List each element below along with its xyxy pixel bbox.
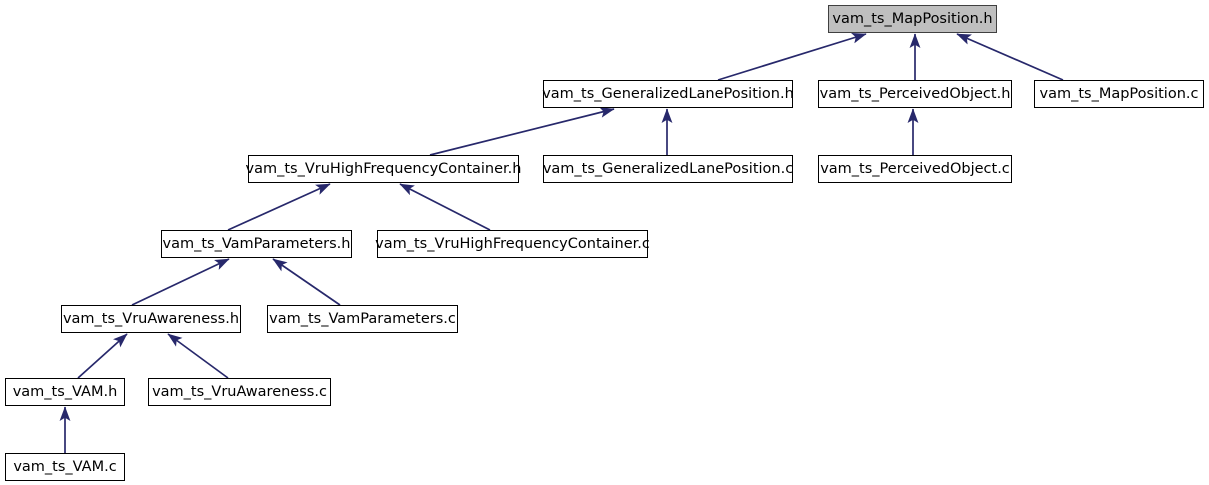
graph-node-vruhighfrequencycontainer_h[interactable]: vam_ts_VruHighFrequencyContainer.h — [245, 155, 522, 183]
graph-edge-vruhighfrequencycontainer_c-to-vruhighfrequencycontainer_h — [399, 183, 491, 231]
graph-edge-vruhighfrequencycontainer_h-to-generalizedlaneposition_h — [429, 107, 615, 156]
graph-edge-vam_h-to-vruawareness_h — [77, 333, 128, 379]
graph-node-label: vam_ts_GeneralizedLanePosition.h — [542, 85, 794, 102]
graph-node-vruawareness_h[interactable]: vam_ts_VruAwareness.h — [61, 305, 241, 333]
graph-node-label: vam_ts_VruAwareness.h — [62, 310, 240, 327]
graph-node-perceivedobject_h[interactable]: vam_ts_PerceivedObject.h — [818, 80, 1012, 108]
graph-node-vruawareness_c[interactable]: vam_ts_VruAwareness.c — [148, 378, 331, 406]
graph-node-label: vam_ts_PerceivedObject.h — [819, 85, 1011, 102]
graph-node-vamparameters_h[interactable]: vam_ts_VamParameters.h — [161, 230, 352, 258]
graph-node-generalizedlaneposition_h[interactable]: vam_ts_GeneralizedLanePosition.h — [542, 80, 794, 108]
graph-edge-generalizedlaneposition_h-to-mapposition_h — [717, 32, 867, 81]
graph-node-label: vam_ts_VruHighFrequencyContainer.c — [375, 235, 650, 252]
graph-edge-vruawareness_h-to-vamparameters_h — [131, 258, 230, 306]
graph-node-vamparameters_c[interactable]: vam_ts_VamParameters.c — [267, 305, 458, 333]
graph-node-vruhighfrequencycontainer_c[interactable]: vam_ts_VruHighFrequencyContainer.c — [375, 230, 650, 258]
graph-node-label: vam_ts_GeneralizedLanePosition.c — [542, 160, 794, 177]
graph-node-label: vam_ts_MapPosition.c — [1039, 85, 1199, 102]
graph-node-perceivedobject_c[interactable]: vam_ts_PerceivedObject.c — [818, 155, 1012, 183]
graph-node-label: vam_ts_PerceivedObject.c — [820, 160, 1010, 177]
graph-edge-vruawareness_c-to-vruawareness_h — [167, 333, 229, 379]
graph-edge-mapposition_c-to-mapposition_h — [956, 33, 1064, 81]
graph-edge-vamparameters_h-to-vruhighfrequencycontainer_h — [227, 183, 331, 231]
graph-node-generalizedlaneposition_c[interactable]: vam_ts_GeneralizedLanePosition.c — [543, 155, 793, 183]
graph-node-vam_c[interactable]: vam_ts_VAM.c — [5, 453, 125, 481]
graph-node-mapposition_c[interactable]: vam_ts_MapPosition.c — [1034, 80, 1204, 108]
graph-node-mapposition_h[interactable]: vam_ts_MapPosition.h — [828, 5, 997, 33]
graph-node-vam_h[interactable]: vam_ts_VAM.h — [5, 378, 125, 406]
graph-node-label: vam_ts_MapPosition.h — [832, 10, 993, 27]
graph-node-label: vam_ts_VruAwareness.c — [152, 383, 327, 400]
graph-node-label: vam_ts_VAM.h — [12, 383, 118, 400]
graph-node-label: vam_ts_VamParameters.c — [269, 310, 456, 327]
graph-edge-vamparameters_c-to-vamparameters_h — [272, 258, 341, 306]
graph-node-label: vam_ts_VruHighFrequencyContainer.h — [245, 160, 522, 177]
graph-node-label: vam_ts_VAM.c — [13, 458, 117, 475]
graph-node-label: vam_ts_VamParameters.h — [162, 235, 351, 252]
